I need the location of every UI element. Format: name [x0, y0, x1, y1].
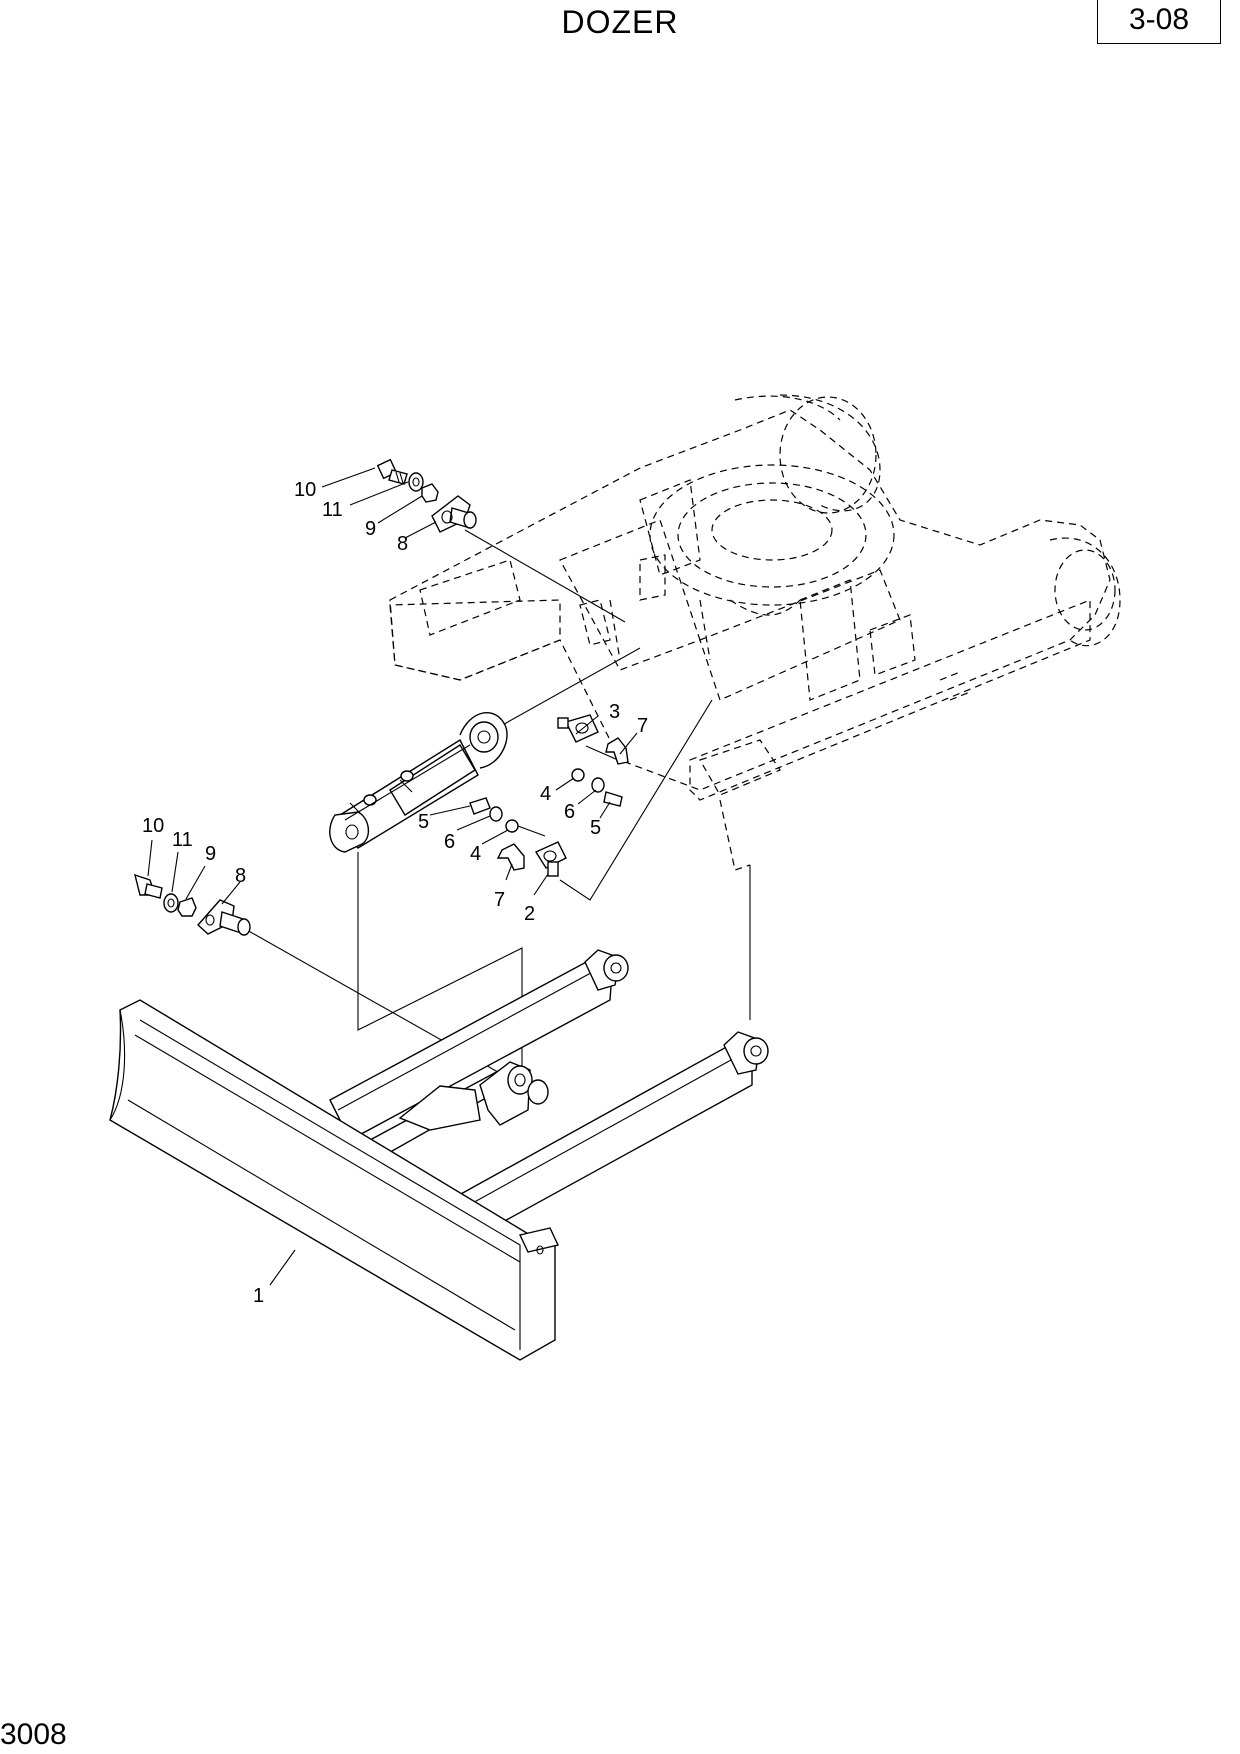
plug-4-upper: [571, 768, 585, 782]
bolt-5-lower: [469, 797, 491, 815]
assembly-lines: [237, 529, 751, 1081]
callout-labels: 10 11 9 8 3 7 4 6 5 5 6 4 7 2 10 11 9 8 …: [142, 479, 648, 1307]
dozer-cylinder: [329, 712, 508, 853]
bolt-5-upper: [603, 791, 623, 807]
callout-8-lower: 8: [235, 865, 246, 887]
callout-4-lower: 4: [470, 843, 481, 865]
fittings-lower: [469, 797, 567, 877]
callout-11-lower: 11: [172, 829, 193, 851]
callout-9-lower: 9: [205, 843, 216, 865]
blade: [109, 999, 556, 1361]
callout-5-lower: 5: [418, 811, 429, 833]
callout-10-upper: 10: [294, 479, 316, 501]
callout-leaders: [147, 467, 638, 1286]
callout-4-upper: 4: [540, 783, 551, 805]
pin-upper: [431, 495, 477, 533]
callout-9-upper: 9: [365, 518, 376, 540]
callout-7-lower: 7: [494, 889, 505, 911]
page-number-box: 3-08: [1097, 0, 1221, 44]
callout-1: 1: [253, 1285, 264, 1307]
washer-lower: [163, 893, 179, 913]
document-code: 3008: [0, 1718, 67, 1751]
callout-2: 2: [524, 903, 535, 925]
washer-upper: [408, 472, 424, 492]
callout-3: 3: [609, 701, 620, 723]
bolt-upper: [376, 458, 408, 485]
callout-5-upper: 5: [590, 817, 601, 839]
callout-7-upper: 7: [637, 715, 648, 737]
oring-6-upper: [591, 777, 605, 793]
callout-6-lower: 6: [444, 831, 455, 853]
cylinder-bracket: [398, 1085, 481, 1131]
callout-11-upper: 11: [322, 499, 343, 521]
upper-pin-assembly: [376, 458, 477, 533]
elbow-7-upper: [605, 737, 629, 765]
callout-10-lower: 10: [142, 815, 164, 837]
nut-upper: [421, 483, 439, 503]
page-title: DOZER: [0, 2, 1240, 42]
callout-6-upper: 6: [564, 801, 575, 823]
nut-lower: [177, 897, 197, 917]
page-title-text: DOZER: [561, 4, 679, 40]
dozer-blade-assembly: [109, 949, 769, 1361]
oring-6-lower: [489, 806, 503, 822]
plug-4-lower: [505, 819, 519, 833]
elbow-7-lower: [496, 843, 525, 871]
undercarriage-frame: [389, 394, 1121, 871]
callout-8-upper: 8: [397, 533, 408, 555]
lower-pin-assembly: [134, 873, 251, 936]
